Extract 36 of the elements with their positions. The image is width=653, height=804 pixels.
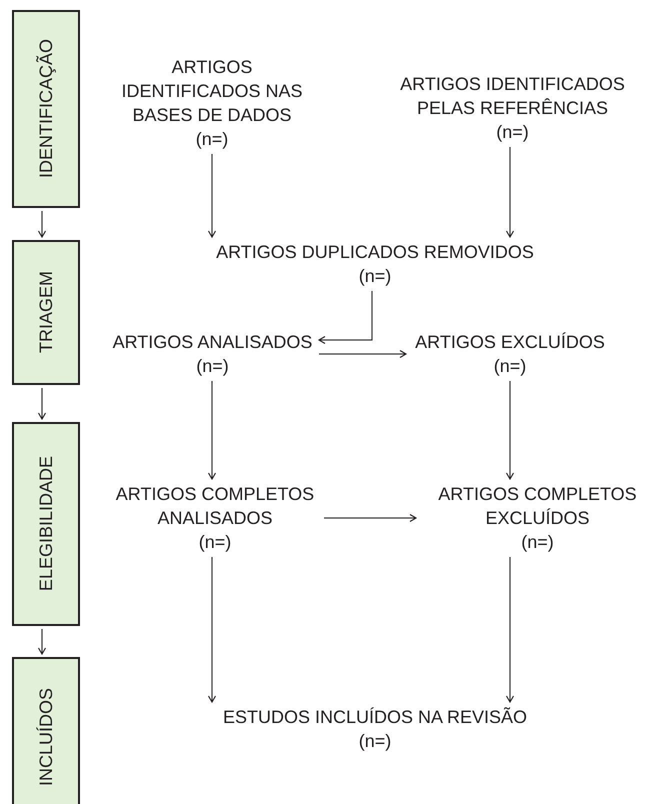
count-label: (n=): [358, 730, 392, 753]
arrow: [38, 628, 46, 655]
stage-box: [12, 657, 80, 804]
arrow: [506, 146, 514, 238]
arrow: [318, 290, 372, 344]
count-label: (n=): [521, 531, 554, 554]
stage-label: IDENTIFICAÇÃO: [37, 39, 55, 178]
count-label: (n=): [198, 531, 232, 554]
arrow: [324, 514, 417, 522]
arrow: [38, 388, 46, 420]
count-label: (n=): [196, 355, 229, 378]
step-label: ARTIGOS COMPLETOS ANALISADOS: [114, 483, 316, 530]
step-label: ARTIGOS IDENTIFICADOS PELAS REFERÊNCIAS: [399, 73, 626, 120]
arrow: [208, 380, 216, 480]
step-label: ARTIGOS COMPLETOS EXCLUÍDOS: [437, 483, 638, 530]
arrow: [506, 380, 514, 480]
stage-box: [12, 240, 80, 385]
count-label: (n=): [196, 128, 228, 151]
arrow: [318, 350, 407, 358]
arrow: [38, 210, 46, 238]
count-label: (n=): [496, 121, 529, 144]
arrow: [208, 556, 216, 703]
count-label: (n=): [358, 265, 392, 288]
step-label: ARTIGOS ANALISADOS: [112, 331, 312, 354]
stage-box: [12, 422, 80, 626]
count-label: (n=): [494, 355, 526, 378]
stage-label: INCLUÍDOS: [37, 688, 55, 786]
arrow: [506, 556, 514, 703]
step-label: ESTUDOS INCLUÍDOS NA REVISÃO: [222, 706, 528, 729]
step-label: ARTIGOS DUPLICADOS REMOVIDOS: [216, 241, 534, 264]
arrow: [208, 154, 216, 238]
stage-label: ELEGIBILIDADE: [37, 456, 55, 592]
step-label: ARTIGOS EXCLUÍDOS: [415, 331, 605, 354]
stage-label: TRIAGEM: [37, 271, 55, 354]
stage-box: [12, 10, 80, 208]
step-label: ARTIGOS IDENTIFICADOS NAS BASES DE DADOS: [120, 56, 304, 127]
